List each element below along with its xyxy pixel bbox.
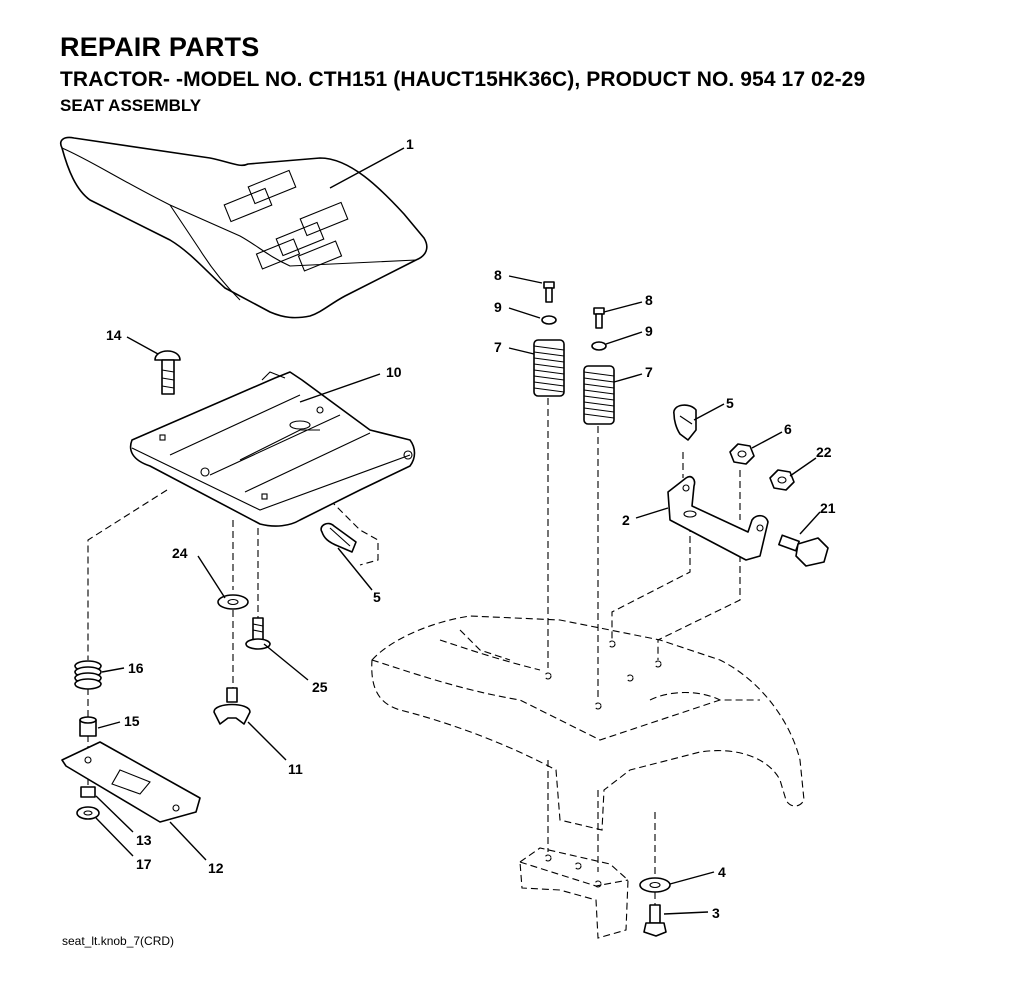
spring-part-16 <box>74 660 102 690</box>
bolt-part-3 <box>643 904 667 937</box>
section-title: SEAT ASSEMBLY <box>60 96 202 115</box>
callout-16: 16 <box>128 660 144 676</box>
callout-11: 11 <box>288 761 303 777</box>
callout-7-right: 7 <box>645 364 653 380</box>
washer-part-9-left <box>541 315 557 325</box>
callout-5-right: 5 <box>726 395 734 411</box>
callout-15: 15 <box>124 713 140 729</box>
clip-part-5-left <box>320 522 357 553</box>
assembly-lines <box>87 398 741 905</box>
bolt-part-8-right <box>593 307 605 329</box>
callout-12: 12 <box>208 860 224 876</box>
callout-2: 2 <box>622 512 630 528</box>
shoulder-bolt-part-21 <box>778 534 829 567</box>
fender-reference <box>371 615 805 831</box>
callout-3: 3 <box>712 905 720 921</box>
callout-22: 22 <box>816 444 832 460</box>
callout-21: 21 <box>820 500 836 516</box>
callout-25: 25 <box>312 679 328 695</box>
leader-lines <box>95 147 821 915</box>
callouts: 1 2 3 4 5 5 6 7 7 8 8 9 9 10 11 12 13 14… <box>106 136 836 921</box>
clip-part-5-right <box>673 404 697 441</box>
bolt-part-8-left <box>543 281 555 303</box>
callout-6: 6 <box>784 421 792 437</box>
washer-part-4 <box>639 877 671 893</box>
callout-7-left: 7 <box>494 339 502 355</box>
plate-part-12 <box>61 741 201 823</box>
washer-part-24 <box>217 594 249 610</box>
drawing-reference: seat_lt.knob_7(CRD) <box>62 934 175 948</box>
spring-part-7-right <box>583 365 615 425</box>
callout-9-right: 9 <box>645 323 653 339</box>
callout-1: 1 <box>406 136 414 152</box>
seat-part-1 <box>59 136 428 319</box>
knob-part-11 <box>213 687 251 725</box>
callout-8-right: 8 <box>645 292 653 308</box>
callout-10: 10 <box>386 364 402 380</box>
seat-pan-part-10 <box>129 371 416 527</box>
callout-9-left: 9 <box>494 299 502 315</box>
bracket-part-2 <box>667 475 769 561</box>
washer-part-9-right <box>591 341 607 351</box>
callout-5-left: 5 <box>373 589 381 605</box>
nut-part-13 <box>80 786 96 798</box>
nut-part-6 <box>729 443 755 465</box>
page-title: REPAIR PARTS <box>60 32 260 62</box>
washer-part-17 <box>76 806 100 820</box>
callout-17: 17 <box>136 856 152 872</box>
shoulder-bolt-part-25 <box>245 617 271 650</box>
callout-24: 24 <box>172 545 188 561</box>
callout-8-left: 8 <box>494 267 502 283</box>
callout-14: 14 <box>106 327 122 343</box>
callout-13: 13 <box>136 832 152 848</box>
spacer-part-15 <box>79 716 97 737</box>
carriage-bolt-part-14 <box>154 350 181 395</box>
lower-mount-reference <box>519 847 629 939</box>
nut-part-22 <box>769 469 795 491</box>
callout-4: 4 <box>718 864 726 880</box>
spring-part-7-left <box>533 339 565 397</box>
model-line: TRACTOR- -MODEL NO. CTH151 (HAUCT15HK36C… <box>60 68 866 91</box>
